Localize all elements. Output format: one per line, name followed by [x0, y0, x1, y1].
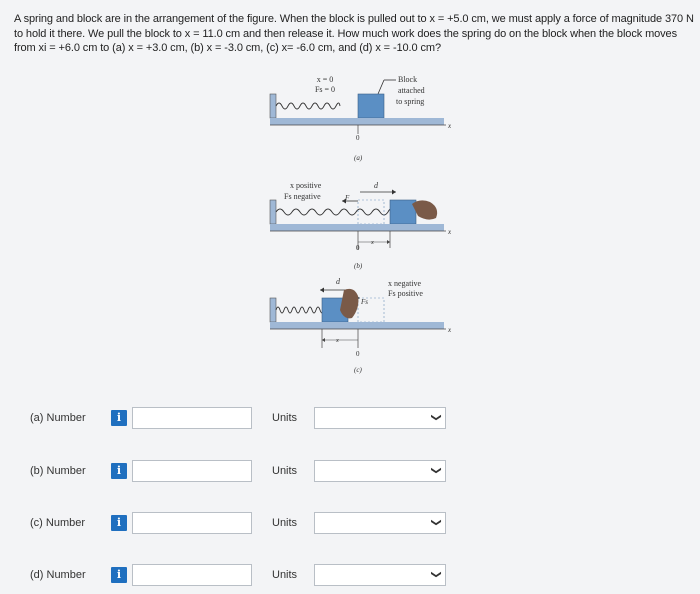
panel-b-caption: (b): [354, 262, 363, 270]
answer-label-d: (d) Number: [30, 569, 86, 581]
panel-c-floor: [270, 322, 444, 329]
panel-c-f-label: Fs: [360, 298, 368, 306]
chevron-down-icon: ❯: [430, 466, 442, 475]
panel-c-d-label: d: [336, 277, 341, 286]
panel-c: x negative Fs positive d Fs x x 0 (c): [269, 277, 452, 374]
panel-c-axis-label: x: [447, 326, 452, 334]
answer-row-a: (a) Number i Units ❯: [0, 407, 700, 433]
panel-b-wall: [269, 199, 277, 225]
info-icon[interactable]: i: [111, 463, 127, 479]
panel-a-x-label: x = 0: [317, 75, 334, 84]
chevron-down-icon: ❯: [430, 570, 442, 579]
units-select-c[interactable]: ❯: [314, 512, 446, 534]
units-select-d[interactable]: ❯: [314, 564, 446, 586]
panel-b-x-marker: x: [370, 239, 374, 246]
chevron-down-icon: ❯: [430, 518, 442, 527]
panel-a-wall: [269, 93, 277, 119]
spring-block-figure: x = 0 Fs = 0 Block attached to spring x …: [269, 75, 452, 374]
number-input-a[interactable]: [132, 407, 252, 429]
info-icon[interactable]: i: [111, 410, 127, 426]
panel-b-fs-label: Fs negative: [284, 192, 321, 201]
panel-b: x positive Fs negative d F x x 0 (b): [269, 181, 452, 270]
answer-label-a: (a) Number: [30, 412, 86, 424]
units-label-b: Units: [272, 465, 298, 477]
panel-b-floor: [270, 224, 444, 231]
answer-row-d: (d) Number i Units ❯: [0, 564, 700, 590]
number-input-d[interactable]: [132, 564, 252, 586]
panel-a-callout-2: attached: [398, 86, 425, 95]
panel-b-x-label: x positive: [290, 181, 322, 190]
panel-b-f-label: F: [344, 194, 350, 202]
panel-c-wall: [269, 297, 277, 323]
answer-label-c: (c) Number: [30, 517, 86, 529]
panel-a-floor: [270, 118, 444, 125]
panel-c-hand: [340, 288, 359, 319]
panel-a: x = 0 Fs = 0 Block attached to spring x …: [269, 75, 452, 162]
panel-a-callout-1: Block: [398, 75, 417, 84]
units-select-b[interactable]: ❯: [314, 460, 446, 482]
info-icon[interactable]: i: [111, 515, 127, 531]
answer-row-b: (b) Number i Units ❯: [0, 460, 700, 486]
units-label-c: Units: [272, 517, 298, 529]
panel-b-spring: [275, 208, 395, 216]
panel-c-zero: 0: [356, 350, 360, 358]
panel-b-axis-label: x: [447, 228, 452, 236]
answer-row-c: (c) Number i Units ❯: [0, 512, 700, 538]
panel-a-axis-label: x: [447, 122, 452, 130]
panel-a-callout-3: to spring: [396, 97, 424, 106]
info-icon[interactable]: i: [111, 567, 127, 583]
panel-a-zero: 0: [356, 134, 360, 142]
panel-b-block: [389, 199, 417, 225]
panel-b-hand: [412, 200, 438, 220]
panel-a-block: [357, 93, 385, 119]
question-text: A spring and block are in the arrangemen…: [14, 13, 694, 54]
number-input-b[interactable]: [132, 460, 252, 482]
panel-b-zero: 0: [356, 244, 360, 252]
panel-c-caption: (c): [354, 366, 362, 374]
panel-a-caption: (a): [354, 154, 363, 162]
panel-a-spring: [275, 102, 341, 110]
answer-label-b: (b) Number: [30, 465, 86, 477]
panel-c-x-label: x negative: [388, 279, 422, 288]
panel-c-fs-label: Fs positive: [388, 289, 423, 298]
units-select-a[interactable]: ❯: [314, 407, 446, 429]
panel-b-d-label: d: [374, 181, 379, 190]
chevron-down-icon: ❯: [430, 413, 442, 422]
units-label-d: Units: [272, 569, 298, 581]
panel-c-x-marker: x: [335, 337, 339, 344]
units-label-a: Units: [272, 412, 298, 424]
panel-a-fs-label: Fs = 0: [315, 85, 335, 94]
number-input-c[interactable]: [132, 512, 252, 534]
